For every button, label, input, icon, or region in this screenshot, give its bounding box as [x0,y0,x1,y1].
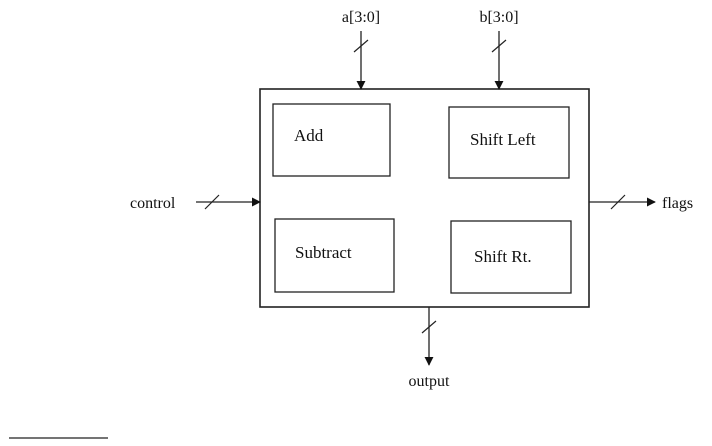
input-b-label: b[3:0] [479,9,518,26]
output-bus-slash [421,320,437,334]
shift-rt-block [450,220,572,294]
shift-left-label: Shift Left [470,130,536,149]
control-label: control [130,195,176,212]
add-block [272,103,391,177]
flags-label: flags [662,195,693,212]
shift-rt-label: Shift Rt. [474,247,532,266]
output-label: output [409,373,450,390]
input-a-bus-slash [353,39,369,53]
input-a-label: a[3:0] [342,9,380,26]
input-b-bus-slash [491,39,507,53]
shift-left-block [448,106,570,179]
subtract-block [274,218,395,293]
control-bus-slash [204,194,220,210]
flags-bus-slash [610,194,626,210]
subtract-label: Subtract [295,243,352,262]
add-label: Add [294,126,324,145]
alu-outer-box [259,88,590,308]
